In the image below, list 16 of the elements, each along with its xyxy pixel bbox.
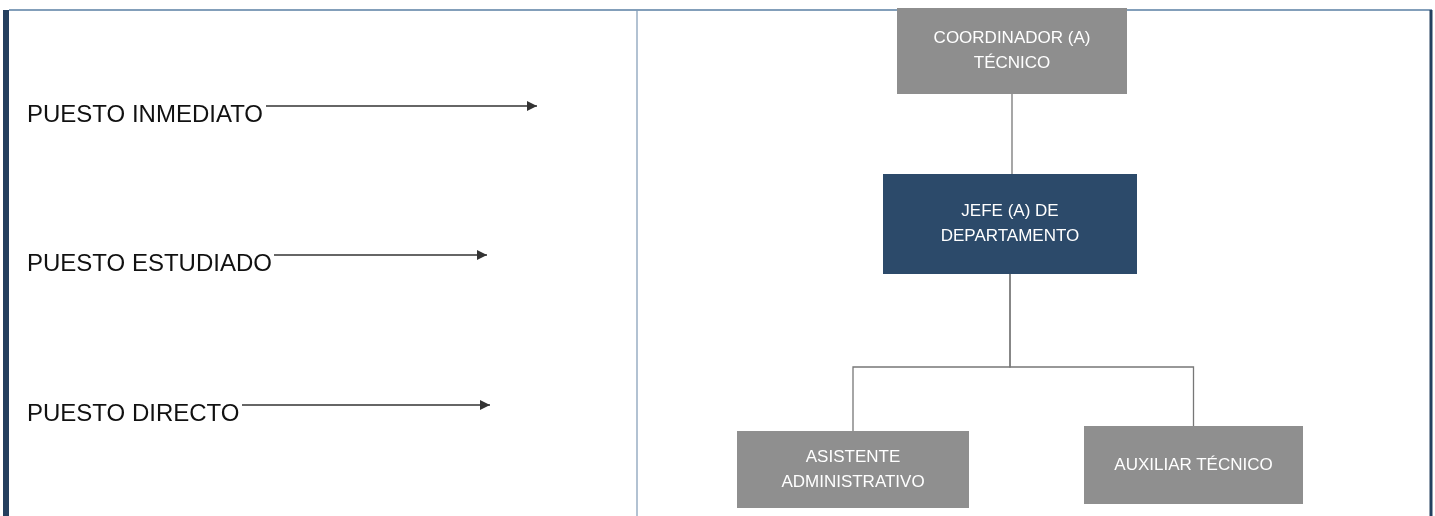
position-title: AUXILIAR TÉCNICO (1114, 453, 1273, 476)
arrow (241, 400, 491, 410)
position-box (883, 174, 1137, 274)
position-label: PUESTO INMEDIATO (27, 100, 264, 128)
position-label: PUESTO ESTUDIADO (27, 249, 272, 277)
position-title: JEFE (A) DE DEPARTAMENTO (939, 200, 1081, 247)
arrow (273, 250, 488, 260)
position-box (737, 431, 969, 508)
position-title: COORDINADOR (A) TÉCNICO (932, 27, 1092, 74)
position-label: PUESTO DIRECTO (27, 399, 240, 427)
position-box (1084, 426, 1303, 504)
position-title: ASISTENTE ADMINISTRATIVO (780, 445, 926, 493)
position-box (897, 8, 1127, 94)
connector-line (1011, 93, 1013, 175)
arrow (265, 101, 538, 111)
connector-line (1009, 273, 1195, 427)
